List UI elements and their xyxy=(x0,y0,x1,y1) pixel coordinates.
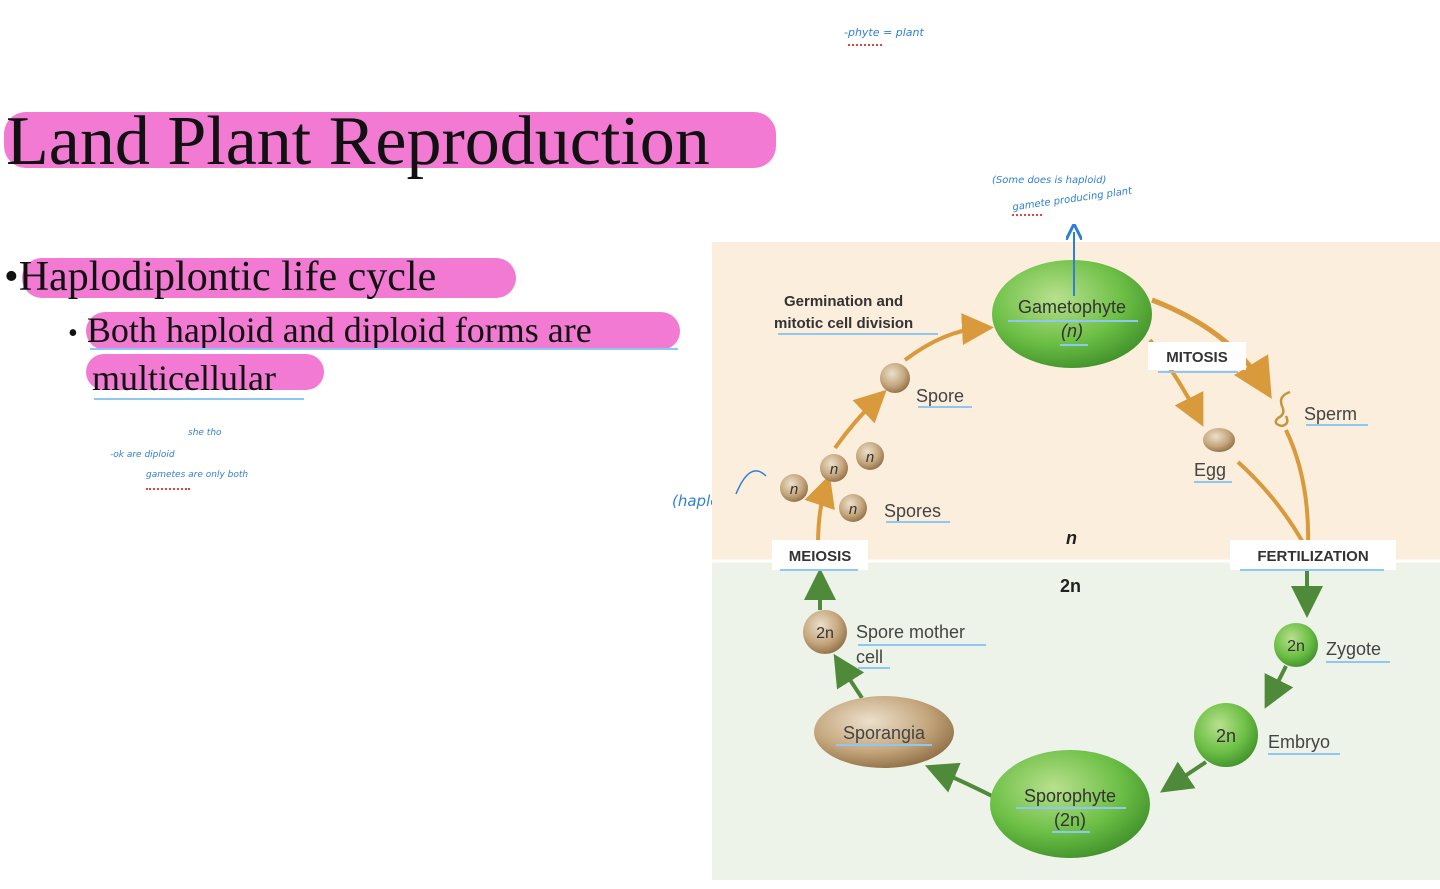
spore-cell-4 xyxy=(839,494,867,522)
gametophyte-cell xyxy=(992,260,1152,368)
underline-bullet2-line2 xyxy=(94,398,304,400)
spores-label: Spores xyxy=(884,501,941,521)
spore-1-badge: n xyxy=(790,481,798,498)
bullet-1-text: Haplodiplontic life cycle xyxy=(18,254,437,300)
embryo-cell xyxy=(1194,703,1258,767)
sperm-cell xyxy=(1274,390,1291,428)
diploid-region-label: 2n xyxy=(1060,576,1081,596)
handwriting-top-note: -phyte = plant xyxy=(844,26,924,39)
spore-3-badge: n xyxy=(866,449,874,466)
slide-title: Land Plant Reproduction xyxy=(6,103,710,180)
bullet-glyph: • xyxy=(4,254,19,300)
sporophyte-cell xyxy=(990,750,1150,858)
spore-mother-cell xyxy=(803,610,847,654)
germination-label-line2: mitotic cell division xyxy=(774,315,913,332)
bullet-2: • Both haploid and diploid forms are mul… xyxy=(68,308,688,400)
haploid-annotation-curve xyxy=(735,470,767,495)
spore-mother-cell-badge: 2n xyxy=(816,625,834,642)
mitosis-label: MITOSIS xyxy=(1166,349,1227,366)
red-squiggle-top xyxy=(848,44,882,46)
bullet-1: •Haplodiplontic life cycle xyxy=(4,250,436,304)
egg-label: Egg xyxy=(1194,460,1226,480)
mitosis-label-box xyxy=(1148,342,1246,370)
fertilization-label: FERTILIZATION xyxy=(1257,548,1368,565)
arrow-embryo-to-sporophyte xyxy=(1160,760,1208,793)
germination-label-line1: Germination and xyxy=(784,293,903,310)
arrow-spores-to-spore xyxy=(833,389,887,450)
diagram-underlines xyxy=(778,320,1390,833)
spore-4-badge: n xyxy=(849,501,857,518)
title-highlight xyxy=(4,112,776,168)
egg-cell xyxy=(1203,428,1235,452)
fertilization-label-box xyxy=(1230,540,1396,570)
haploid-region-label: n xyxy=(1066,528,1077,548)
bullet-2-line1: Both haploid and diploid forms are xyxy=(86,310,592,350)
sporophyte-name: Sporophyte xyxy=(1024,786,1116,806)
arrow-sperm-to-fertilization xyxy=(1284,429,1311,549)
spore-mother-label-line2: cell xyxy=(856,647,883,667)
meiosis-label: MEIOSIS xyxy=(789,548,852,565)
sub-bullet-glyph: • xyxy=(68,318,78,349)
arrow-spore-to-gametophyte xyxy=(903,313,994,362)
arrow-gametophyte-to-sperm xyxy=(1151,297,1272,399)
red-squiggle-gametophyte xyxy=(1012,214,1042,216)
zygote-cell xyxy=(1274,623,1318,667)
underline-bullet2-line1 xyxy=(90,348,678,350)
handwriting-gametophyte-line1: (Some does is haploid) xyxy=(992,175,1107,186)
sporangia xyxy=(814,696,954,768)
bullet1-highlight xyxy=(22,258,516,298)
arrow-egg-to-fertilization xyxy=(1236,460,1308,549)
spore-mother-label-line1: Spore mother xyxy=(856,622,965,642)
sporangia-label: Sporangia xyxy=(843,723,926,743)
spore-cell xyxy=(880,363,910,393)
embryo-label: Embryo xyxy=(1268,732,1330,752)
bullet-2-line2: multicellular xyxy=(92,358,276,398)
bullet2-highlight-line1 xyxy=(86,312,680,350)
arrow-meiosis-to-spores xyxy=(804,474,835,546)
arrow-zygote-to-embryo xyxy=(1264,665,1294,709)
spore-cell-2 xyxy=(820,454,848,482)
spore-2-badge: n xyxy=(830,461,838,478)
gametophyte-name: Gametophyte xyxy=(1018,297,1126,317)
zygote-label: Zygote xyxy=(1326,639,1381,659)
spore-cell-3 xyxy=(856,442,884,470)
sperm-label: Sperm xyxy=(1304,404,1357,424)
arrow-sporophyte-to-sporangia xyxy=(924,762,993,798)
zygote-badge: 2n xyxy=(1287,638,1305,655)
sporophyte-ploidy: (2n) xyxy=(1054,810,1086,830)
embryo-badge: 2n xyxy=(1216,726,1236,746)
handwriting-left-note-line2: gametes are only both xyxy=(146,470,249,480)
arrow-sporangia-to-mother-cell xyxy=(833,653,865,700)
gametophyte-ploidy: (n) xyxy=(1061,321,1083,341)
spore-cell-1 xyxy=(780,474,808,502)
handwriting-left-note-line1: -ok are diploid xyxy=(110,450,175,460)
handwriting-left-note-top: she tho xyxy=(188,428,222,438)
bullet2-highlight-line2 xyxy=(86,354,324,390)
meiosis-label-box xyxy=(772,540,868,570)
spore-label: Spore xyxy=(916,386,964,406)
red-squiggle-left xyxy=(146,488,190,490)
